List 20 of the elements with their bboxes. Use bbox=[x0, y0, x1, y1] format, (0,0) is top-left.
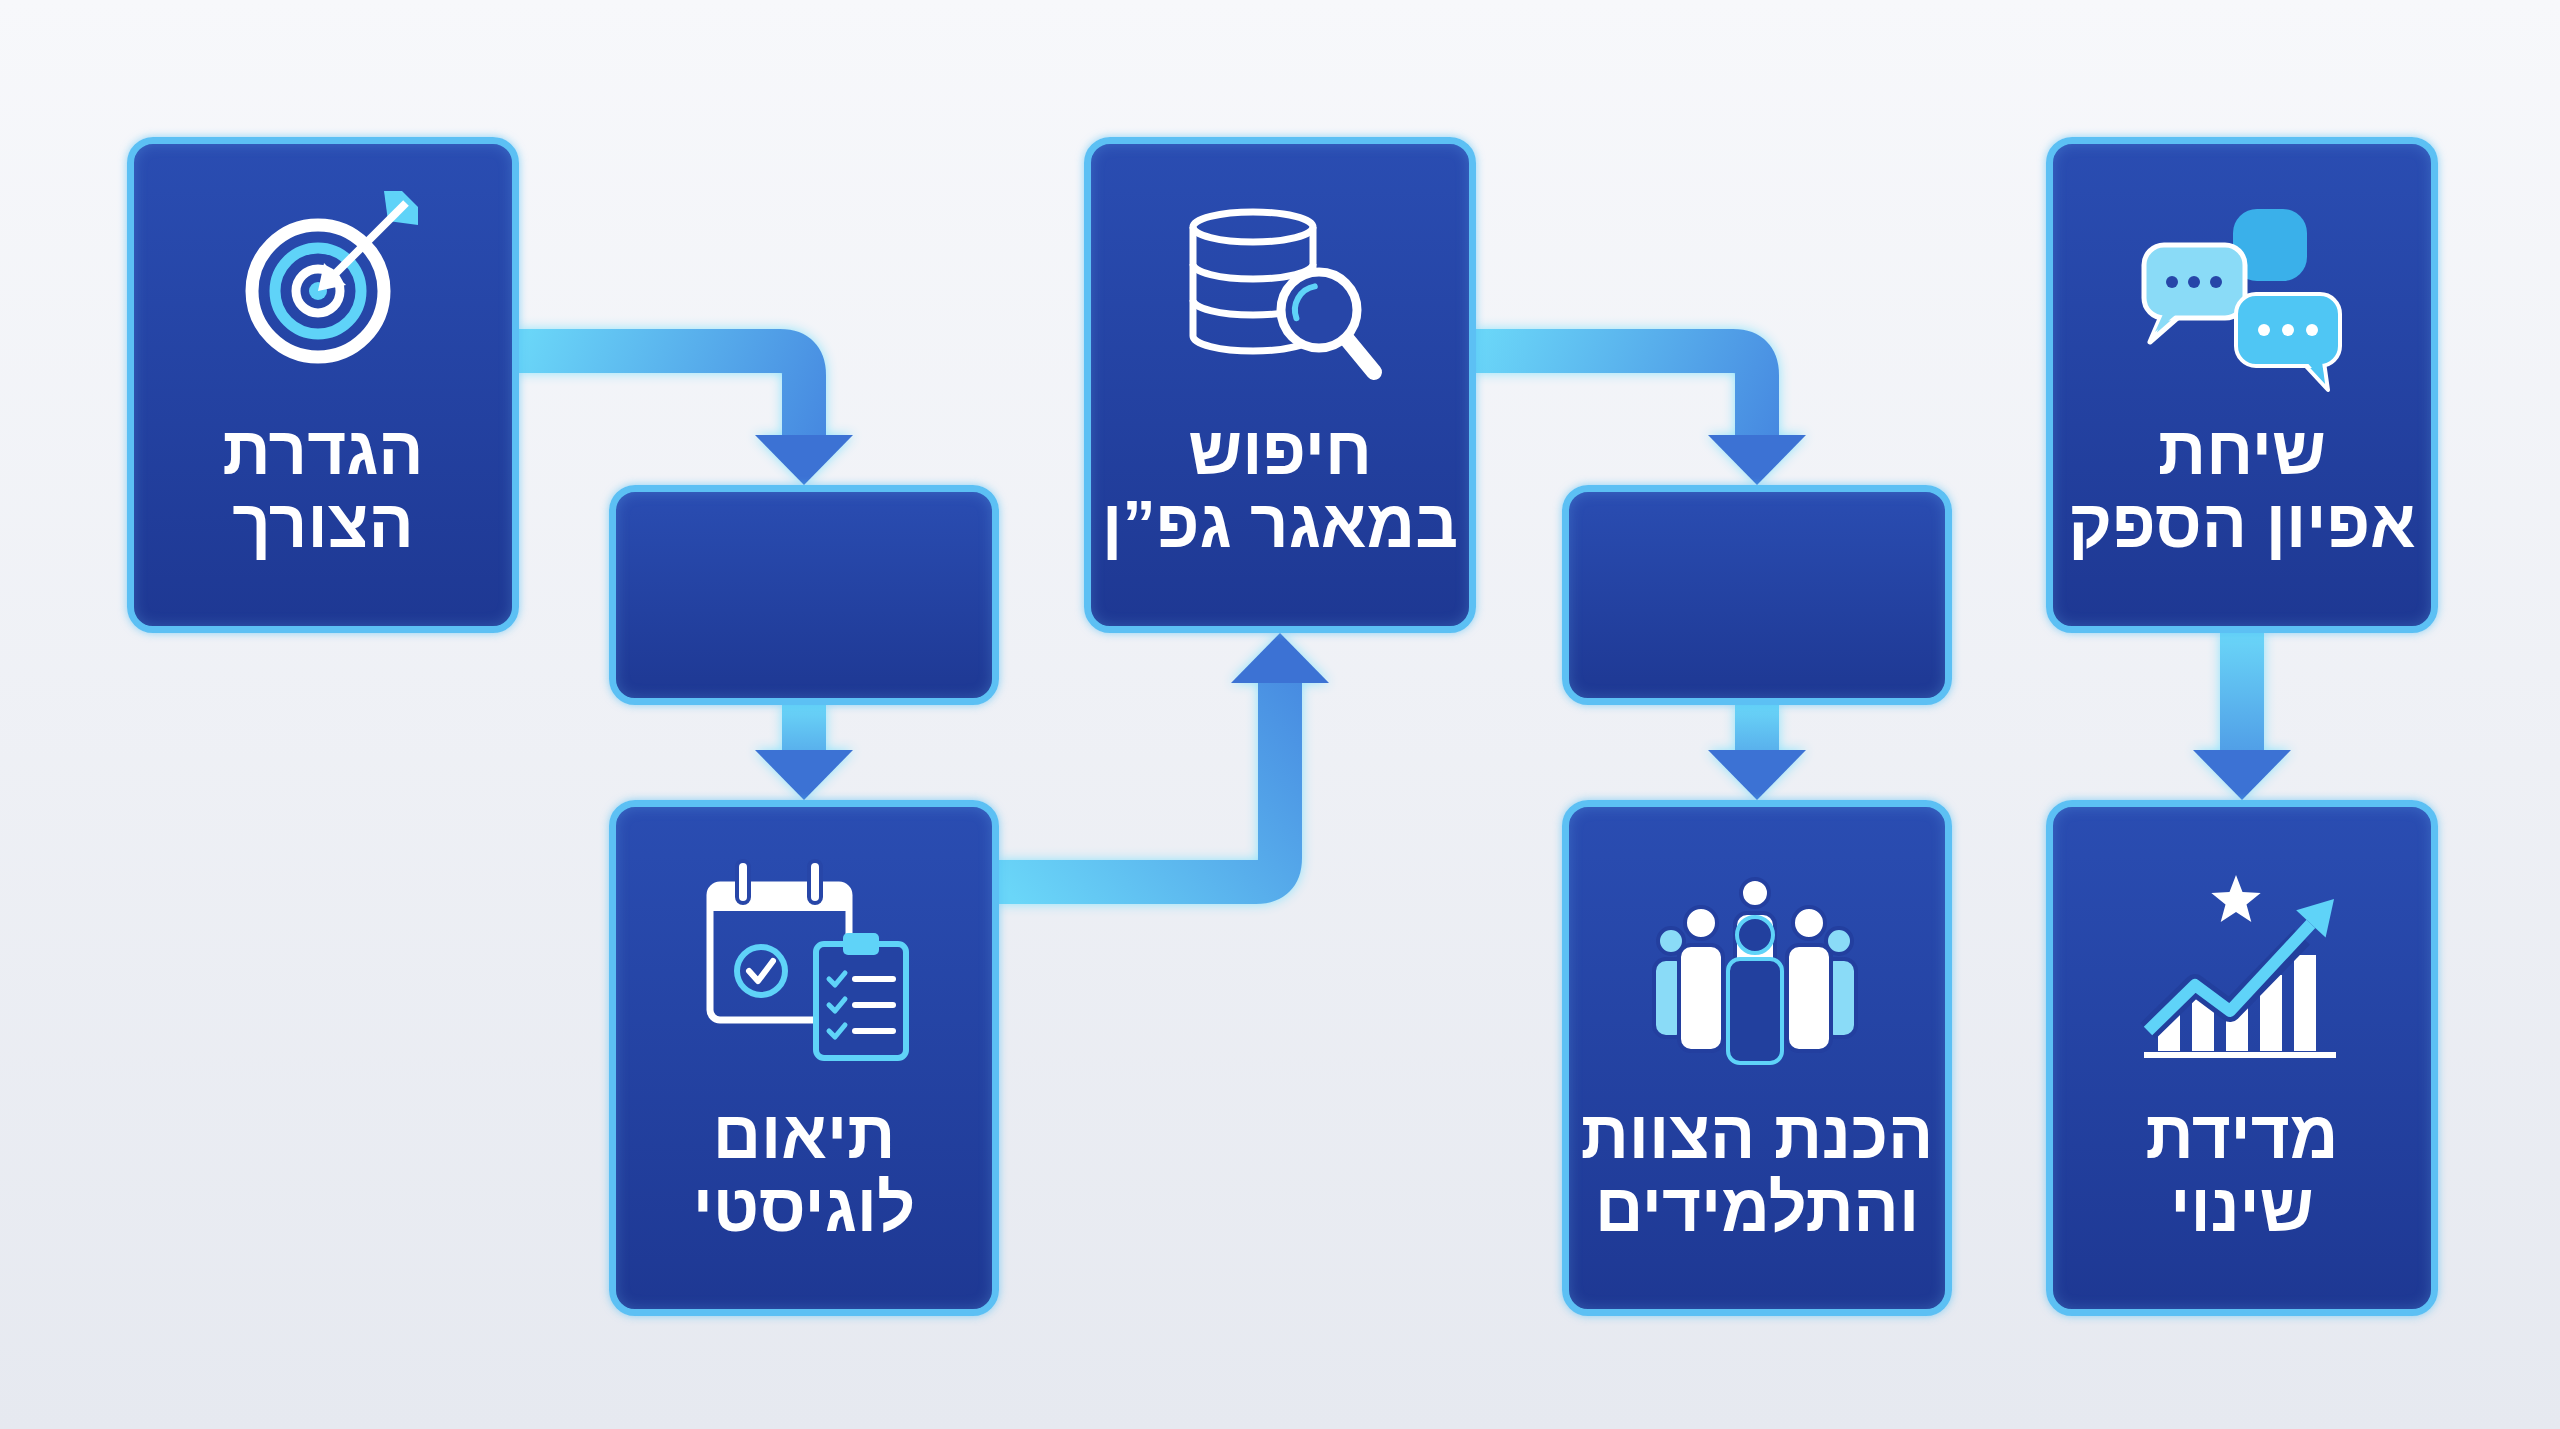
arrow bbox=[1476, 329, 1806, 485]
step-label: תיאום לוגיסטי bbox=[692, 1098, 916, 1244]
empty-box bbox=[1562, 485, 1952, 705]
arrow bbox=[755, 705, 853, 800]
step-label: חיפוש במאגר גפ”ן bbox=[1102, 414, 1459, 560]
step-label: שיחת אפיון הספק bbox=[2068, 414, 2416, 560]
step-label: הגדרת הצורך bbox=[222, 414, 424, 560]
step-label: הכנת הצוות והתלמידים bbox=[1580, 1098, 1934, 1244]
arrow bbox=[999, 633, 1329, 904]
step-label: מדידת שינוי bbox=[2145, 1098, 2339, 1244]
process-box bbox=[2046, 137, 2438, 633]
process-box bbox=[2046, 800, 2438, 1316]
arrow bbox=[2193, 633, 2291, 800]
process-box bbox=[609, 800, 999, 1316]
arrow bbox=[519, 329, 853, 485]
process-box bbox=[1562, 800, 1952, 1316]
process-box bbox=[127, 137, 519, 633]
arrow bbox=[1708, 705, 1806, 800]
process-box bbox=[1084, 137, 1476, 633]
empty-box bbox=[609, 485, 999, 705]
